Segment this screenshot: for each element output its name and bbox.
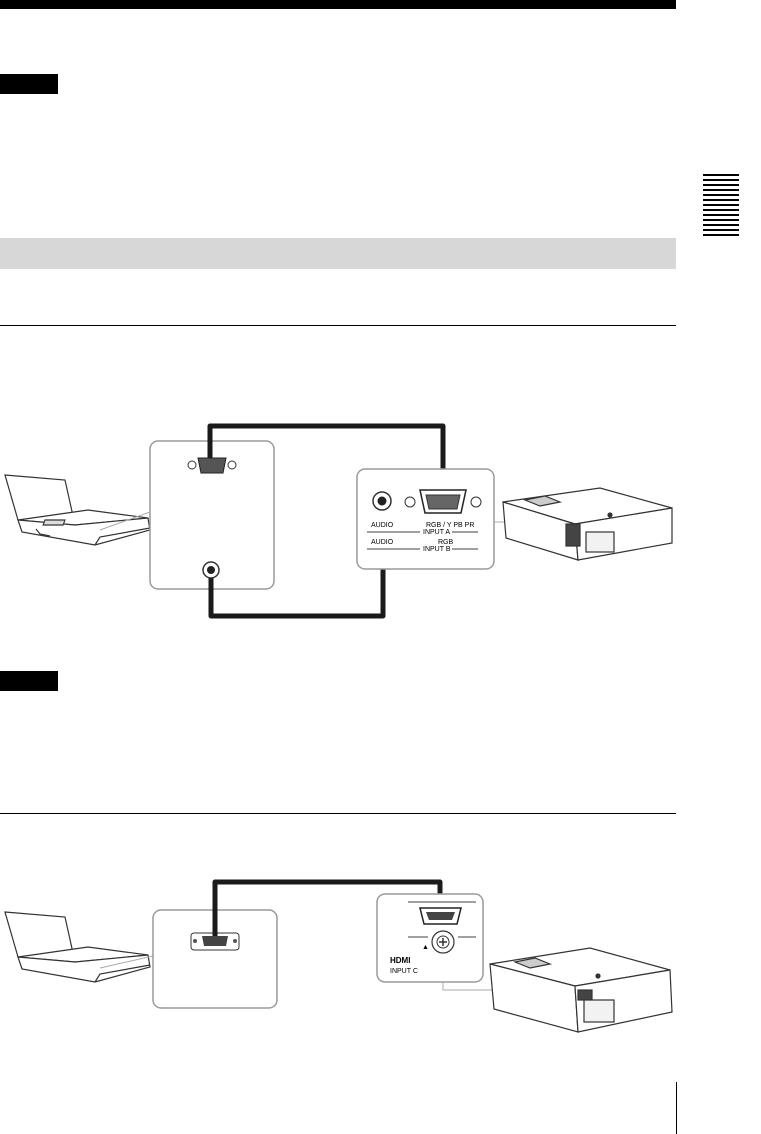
computer-hdmi-port <box>190 932 240 951</box>
chapter-tab-marker <box>703 174 739 239</box>
zoom-line-left-2 <box>99 955 154 969</box>
projector-illustration <box>502 487 673 561</box>
page-number-rule <box>676 1082 677 1134</box>
notes-label-box-2 <box>0 671 58 691</box>
rgb-cable <box>207 423 446 488</box>
figure-rgb-connection: AUDIO RGB / Y PB PR INPUT A AUDIO RGB IN… <box>4 423 673 619</box>
projector-hdmi-port <box>419 907 462 925</box>
computer-vga-port <box>187 457 237 474</box>
computer-audio-jack <box>202 561 220 579</box>
projector-panel-zoom <box>356 468 495 570</box>
hdmi-logo-label: HDMI <box>390 956 410 965</box>
top-rule <box>0 0 676 9</box>
label-rgb-a: RGB / Y PB PR <box>426 522 474 529</box>
laptop-illustration-2 <box>4 911 151 983</box>
label-input-a: INPUT A <box>423 529 450 536</box>
subsection-rule-2 <box>0 813 676 814</box>
zoom-line-left <box>99 511 151 531</box>
label-rgb-b: RGB <box>438 539 454 546</box>
label-audio-b: AUDIO <box>371 539 394 546</box>
svg-text:▲: ▲ <box>422 944 429 951</box>
projector-vga-port <box>404 489 482 514</box>
figure-hdmi-connection: ▲ HDMI INPUT C <box>4 879 673 1033</box>
subsection-rule-1 <box>0 325 676 326</box>
projector-audio-jack <box>372 491 392 511</box>
label-input-b: INPUT B <box>423 546 451 553</box>
projector-illustration-2 <box>489 947 673 1033</box>
section-heading-bar <box>0 238 676 269</box>
laptop-illustration <box>4 474 151 546</box>
label-input-c: INPUT C <box>390 968 418 975</box>
label-audio-a: AUDIO <box>371 522 394 529</box>
security-screw-icon <box>431 930 455 954</box>
notes-label-box-1 <box>0 74 58 94</box>
